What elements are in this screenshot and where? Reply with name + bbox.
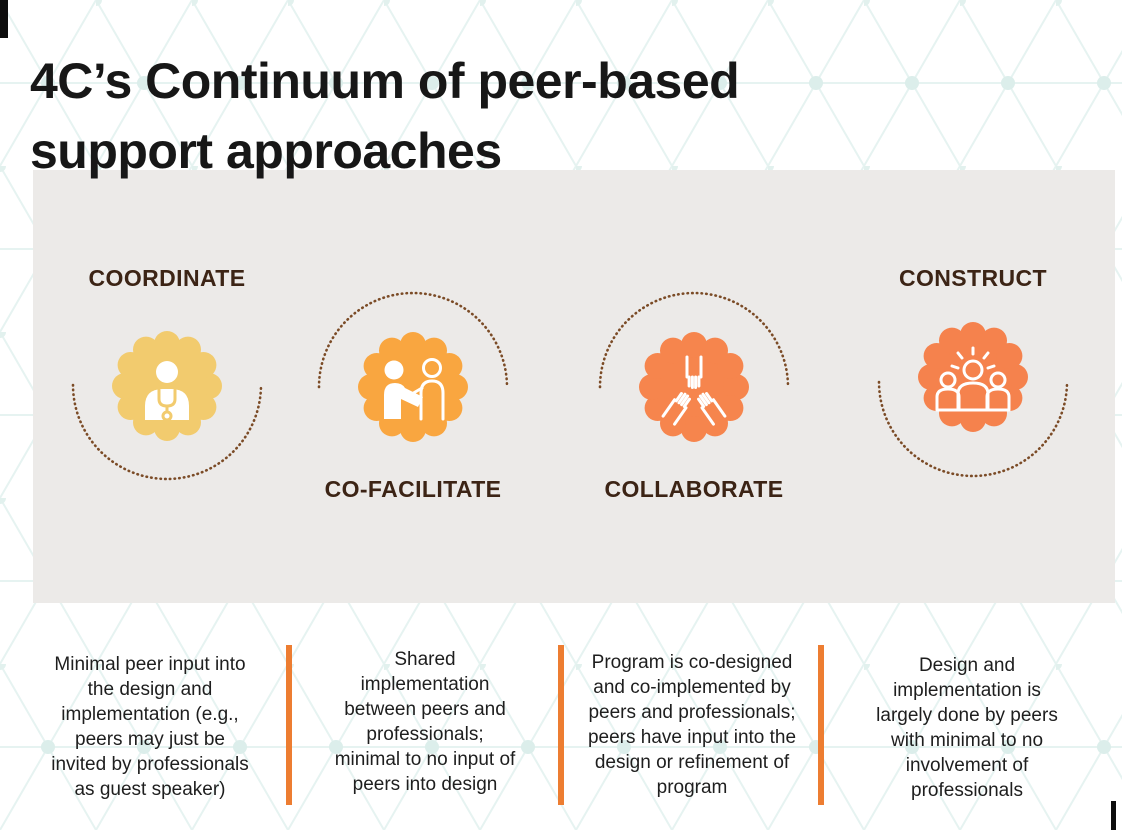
- top-left-edge-mark: [0, 0, 8, 38]
- coordinate-badge: [112, 331, 222, 441]
- continuum-arc-below-construct: [877, 380, 1069, 478]
- column-divider-2: [558, 645, 564, 805]
- continuum-arc-above-co-facilitate: [317, 291, 509, 389]
- stage-label-co-facilitate: CO-FACILITATE: [324, 476, 502, 502]
- handshake-icon: [384, 358, 445, 421]
- stage-label-collaborate: COLLABORATE: [604, 476, 784, 502]
- stage-label-construct: CONSTRUCT: [899, 265, 1047, 291]
- column-divider-3: [818, 645, 824, 805]
- page-title-line1: 4C’s Continuum of peer-based: [30, 52, 740, 109]
- bottom-right-edge-mark: [1111, 801, 1116, 830]
- continuum-arc-above-collaborate: [598, 291, 790, 389]
- continuum-arc-below-coordinate: [71, 383, 263, 481]
- construct-badge: [918, 322, 1028, 432]
- stage-label-coordinate: COORDINATE: [88, 265, 246, 291]
- doctor-stethoscope-icon: [145, 361, 189, 422]
- co-facilitate-badge: [358, 332, 468, 442]
- collaborate-badge: [639, 332, 749, 442]
- page-title-line2: support approaches: [30, 122, 502, 179]
- column-divider-1: [286, 645, 292, 805]
- page-title: 4C’s Continuum of peer-based support app…: [30, 46, 740, 186]
- team-spotlight-icon: [935, 346, 1011, 412]
